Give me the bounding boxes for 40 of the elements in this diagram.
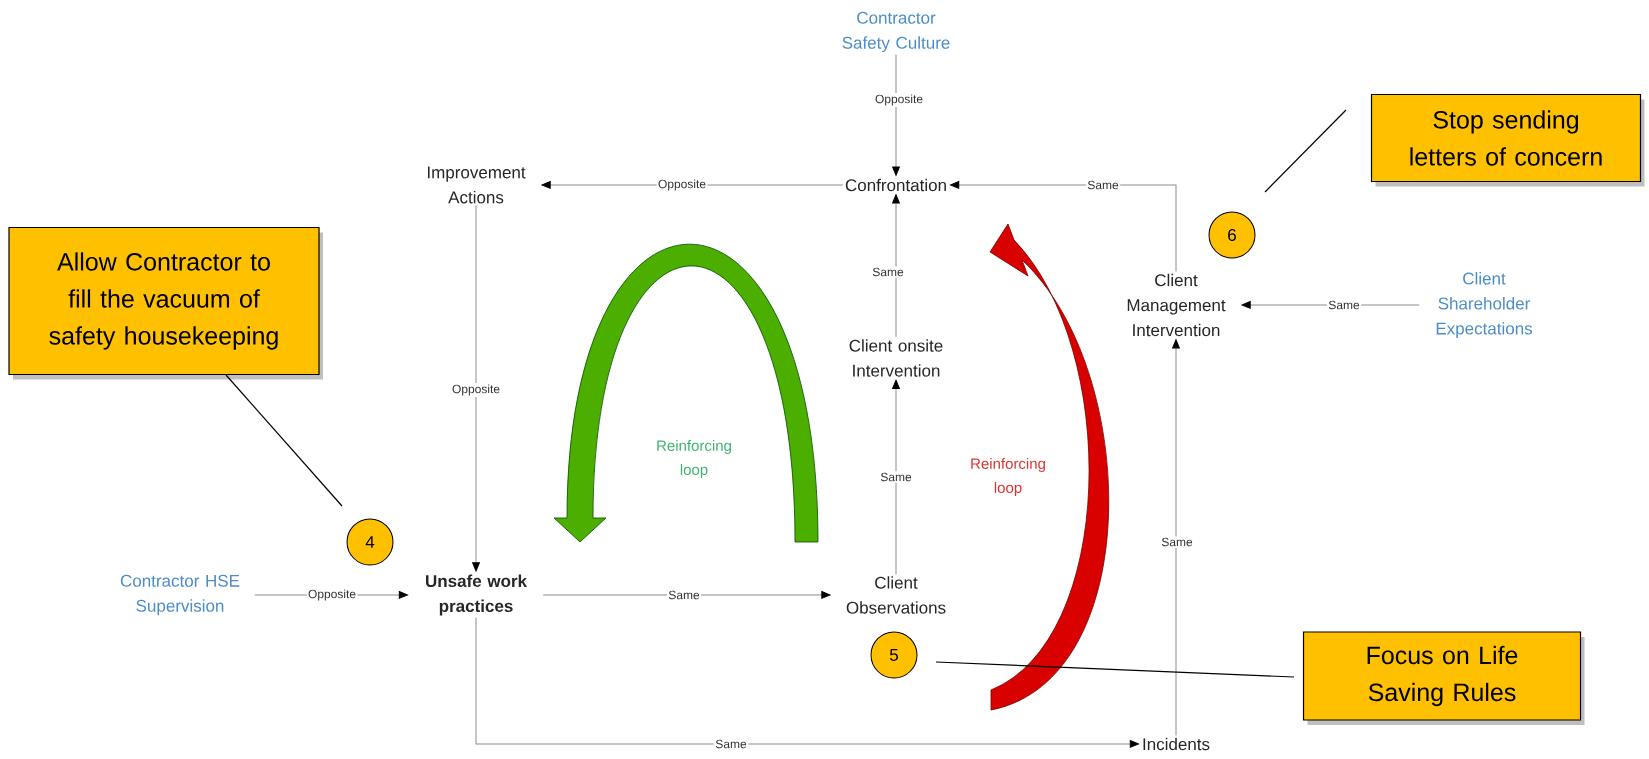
edge-label: Opposite: [306, 587, 358, 603]
callout-box: Focus on Life Saving Rules: [1302, 631, 1585, 725]
variable-label: Client Shareholder Expectations: [1436, 272, 1533, 338]
arrow: [542, 591, 831, 599]
edge-label: Same: [870, 266, 906, 278]
arrow: [892, 53, 900, 176]
edge-label: Same: [878, 471, 914, 483]
variable-label: Confrontation: [845, 178, 946, 192]
edge-label: Same: [1085, 179, 1121, 191]
arrow: [892, 194, 900, 338]
callout-number: 4: [346, 518, 394, 566]
arrow: [475, 617, 1139, 748]
arrow: [472, 205, 480, 572]
leader-line: [935, 661, 1295, 678]
callout-number: 6: [1208, 211, 1256, 259]
variable-label: Contractor Safety Culture: [842, 11, 950, 53]
variable-label: Client onsite Intervention: [849, 339, 943, 377]
edge-label: Opposite: [873, 92, 925, 108]
arrow: [950, 181, 1177, 273]
edge-label: Same: [713, 738, 749, 750]
variable-label: Incidents: [1143, 737, 1210, 751]
arrow: [1172, 339, 1180, 737]
variable-label: Client Observations: [846, 576, 946, 614]
edge-label: Opposite: [450, 382, 502, 398]
edge-label: Same: [1326, 299, 1362, 311]
loop-label: Reinforcing loop: [971, 458, 1045, 496]
variable-label: Unsafe work practices: [426, 574, 528, 616]
callout-box: Stop sending letters of concern: [1370, 93, 1645, 187]
variable-label: Contractor HSE Supervision: [120, 574, 240, 616]
edge-label: Same: [666, 589, 702, 601]
arrow: [892, 379, 900, 575]
leader-line: [1264, 109, 1347, 193]
loop-label: Reinforcing loop: [657, 440, 731, 478]
edge-label: Opposite: [656, 177, 708, 193]
callout-number: 5: [870, 631, 918, 679]
edge-label: Same: [1159, 536, 1195, 548]
variable-label: Improvement Actions: [428, 166, 526, 204]
variable-label: Client Management Intervention: [1127, 273, 1226, 337]
callout-box: Allow Contractor to fill the vacuum of safety housekeeping: [8, 226, 323, 380]
leader-line: [225, 374, 343, 507]
